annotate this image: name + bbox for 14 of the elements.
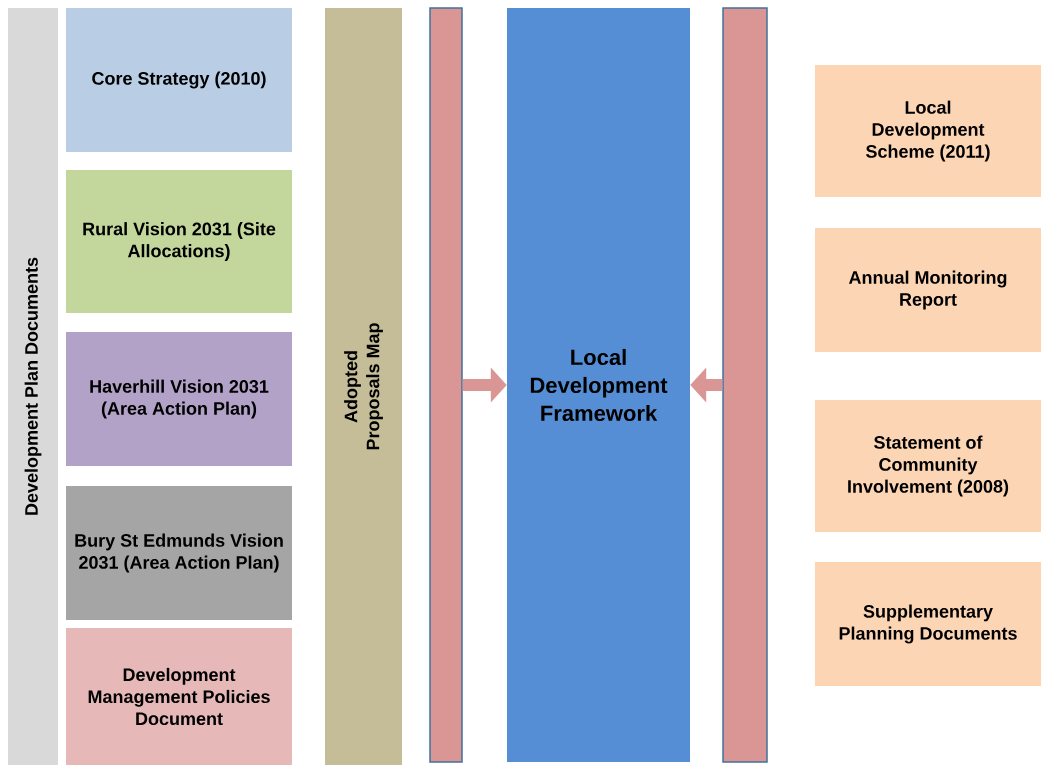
document-box: Rural Vision 2031 (Site Allocations) xyxy=(66,170,292,313)
map-band: Adopted Proposals Map xyxy=(325,8,402,765)
document-box: Bury St Edmunds Vision 2031 (Area Action Plan) xyxy=(66,486,292,620)
document-box: Core Strategy (2010) xyxy=(66,8,292,152)
framework-box: Local Development Framework xyxy=(507,8,690,762)
document-box: Development Management Policies Document xyxy=(66,628,292,765)
vertical-bar xyxy=(429,7,463,763)
side-band: Development Plan Documents xyxy=(8,8,58,765)
document-box: Annual Monitoring Report xyxy=(815,228,1041,352)
document-box: Local Development Scheme (2011) xyxy=(815,65,1041,197)
document-box: Supplementary Planning Documents xyxy=(815,562,1041,686)
vertical-bar xyxy=(722,7,768,763)
document-box: Haverhill Vision 2031 (Area Action Plan) xyxy=(66,332,292,466)
document-box: Statement of Community Involvement (2008) xyxy=(815,400,1041,532)
